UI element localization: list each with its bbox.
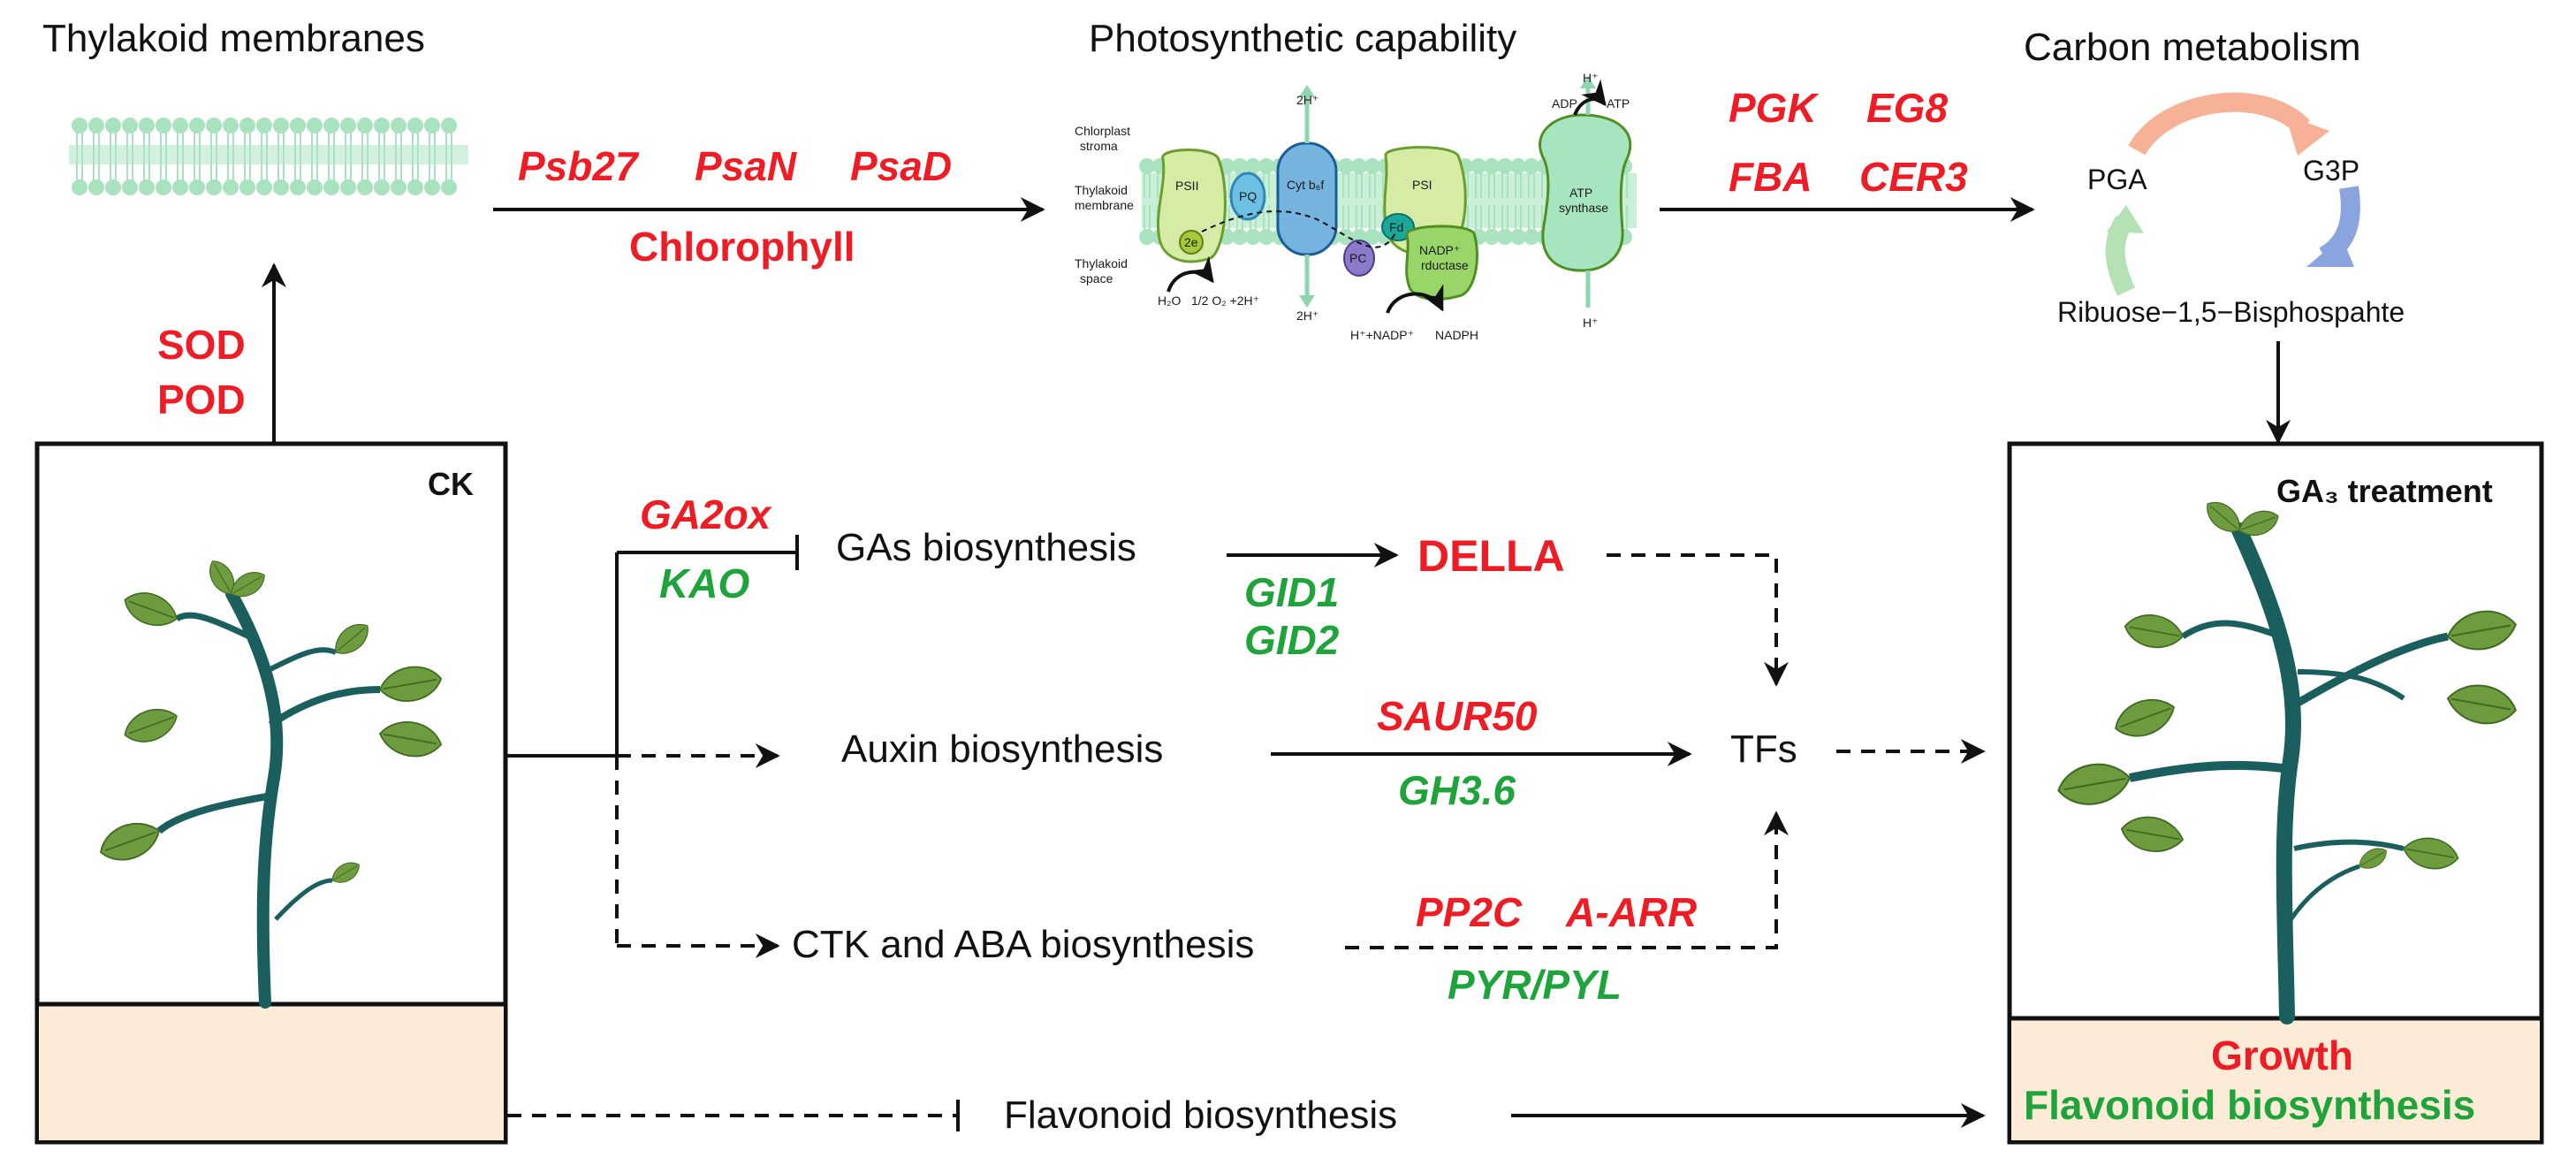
label-pc: PC bbox=[1349, 251, 1366, 265]
cytochrome-b6f bbox=[1276, 141, 1338, 256]
label-h-bottom: H⁺ bbox=[1583, 316, 1599, 330]
thylakoid-membrane-illustration bbox=[69, 117, 468, 196]
electron-2e bbox=[1179, 230, 1204, 255]
ga3-soil bbox=[2011, 1018, 2540, 1140]
gene-pyr-pyl: PYR/PYL bbox=[1448, 962, 1622, 1008]
nadp-reductase bbox=[1405, 225, 1479, 301]
label-pq: PQ bbox=[1239, 189, 1257, 203]
ga3-panel: GA₃ treatment Growth Flavonoid biosynthe… bbox=[2007, 441, 2544, 1145]
label-adp: ADP bbox=[1552, 96, 1577, 110]
gene-eg8: EG8 bbox=[1866, 85, 1948, 131]
header-thylakoid-membranes: Thylakoid membranes bbox=[42, 17, 425, 60]
gene-pgk: PGK bbox=[1729, 85, 1819, 131]
gene-cer3: CER3 bbox=[1859, 154, 1968, 200]
label-nadp-reductase-2: rductase bbox=[1421, 258, 1469, 272]
label-nadp-reductase: NADP⁺ bbox=[1419, 243, 1460, 257]
pathway-auxin-biosynthesis: Auxin biosynthesis bbox=[841, 727, 1163, 771]
arrow-della-to-tfs bbox=[1607, 553, 1789, 687]
label-thylakoid-membrane-2: membrane bbox=[1075, 198, 1134, 212]
label-2e: 2e bbox=[1184, 235, 1198, 249]
label-fd: Fd bbox=[1389, 220, 1403, 234]
gene-fba: FBA bbox=[1729, 154, 1812, 200]
label-water: H₂O bbox=[1158, 293, 1182, 308]
label-pga: PGA bbox=[2087, 164, 2147, 195]
gene-a-arr: A-ARR bbox=[1565, 889, 1697, 935]
calvin-cycle: PGA G3P Ribuose−1,5−Bisphospahte bbox=[2057, 92, 2405, 328]
gene-pod: POD bbox=[157, 377, 246, 423]
gene-pp2c: PP2C bbox=[1416, 889, 1523, 935]
gene-psad: PsaD bbox=[850, 143, 952, 189]
pc-carrier bbox=[1343, 240, 1375, 277]
pathway-ctk-aba-biosynthesis: CTK and ABA biosynthesis bbox=[792, 923, 1254, 966]
label-oxygen: 1/2 O₂ +2H⁺ bbox=[1191, 293, 1259, 308]
gene-kao: KAO bbox=[659, 560, 749, 606]
pathway-flavonoid-biosynthesis: Flavonoid biosynthesis bbox=[1004, 1093, 1397, 1137]
label-atp: ATP bbox=[1607, 96, 1630, 110]
label-psii: PSII bbox=[1175, 179, 1198, 193]
header-carbon-metabolism: Carbon metabolism bbox=[2024, 26, 2361, 69]
label-nadph: NADPH bbox=[1435, 328, 1478, 342]
gene-ga2ox: GA2ox bbox=[640, 491, 773, 537]
label-thylakoid-space-2: space bbox=[1080, 271, 1113, 286]
label-2h-bottom: 2H⁺ bbox=[1296, 308, 1318, 323]
arrow-ctk-to-tfs bbox=[1345, 811, 1789, 949]
ga3-plant bbox=[2054, 494, 2520, 1024]
electron-flow-path bbox=[1201, 210, 1397, 248]
hormone-pathway-network: GA2ox KAO GAs biosynthesis GID1 GID2 DEL… bbox=[505, 491, 1986, 1137]
label-h-top: H⁺ bbox=[1583, 71, 1599, 85]
cycle-arrow-pga-to-g3p bbox=[2128, 92, 2310, 156]
label-psi: PSI bbox=[1412, 178, 1432, 192]
label-della: DELLA bbox=[1417, 531, 1565, 581]
label-ck: CK bbox=[428, 466, 474, 502]
gene-sod: SOD bbox=[157, 322, 246, 368]
label-nadp-in: H⁺+NADP⁺ bbox=[1350, 328, 1414, 342]
atp-synthase bbox=[1539, 113, 1632, 272]
label-chlorophyll: Chlorophyll bbox=[629, 224, 855, 270]
label-flavonoid-result: Flavonoid biosynthesis bbox=[2024, 1082, 2475, 1128]
label-rubp: Ribuose−1,5−Bisphospahte bbox=[2057, 296, 2405, 328]
label-stroma-2: stroma bbox=[1080, 139, 1118, 153]
pq-carrier bbox=[1229, 171, 1266, 221]
header-photosynthetic-capability: Photosynthetic capability bbox=[1089, 17, 1516, 60]
gene-psan: PsaN bbox=[695, 143, 797, 189]
ck-soil bbox=[39, 1004, 504, 1140]
label-2h-top: 2H⁺ bbox=[1296, 93, 1318, 107]
label-growth: Growth bbox=[2211, 1032, 2353, 1078]
label-atp-synthase-2: synthase bbox=[1559, 201, 1608, 215]
photosynthesis-electron-transport-diagram: Chlorplast stroma Thylakoid membrane Thy… bbox=[1075, 71, 1637, 342]
label-atp-synthase: ATP bbox=[1569, 186, 1592, 200]
label-cyt: Cyt b₆f bbox=[1287, 178, 1324, 192]
label-thylakoid-membrane: Thylakoid bbox=[1075, 183, 1128, 197]
gene-gid2: GID2 bbox=[1244, 617, 1340, 663]
gene-gh3-6: GH3.6 bbox=[1398, 767, 1516, 813]
ck-plant bbox=[94, 555, 445, 1009]
gene-psb27: Psb27 bbox=[518, 143, 640, 189]
gene-saur50: SAUR50 bbox=[1377, 693, 1538, 739]
label-g3p: G3P bbox=[2303, 155, 2359, 187]
gene-gid1: GID1 bbox=[1244, 569, 1339, 615]
pathway-tfs: TFs bbox=[1730, 727, 1797, 771]
pathway-gas-biosynthesis: GAs biosynthesis bbox=[836, 526, 1136, 569]
label-stroma: Chlorplast bbox=[1075, 124, 1130, 138]
ck-panel: CK bbox=[34, 441, 508, 1145]
label-ga3-treatment: GA₃ treatment bbox=[2276, 473, 2493, 509]
label-thylakoid-space: Thylakoid bbox=[1075, 256, 1128, 270]
